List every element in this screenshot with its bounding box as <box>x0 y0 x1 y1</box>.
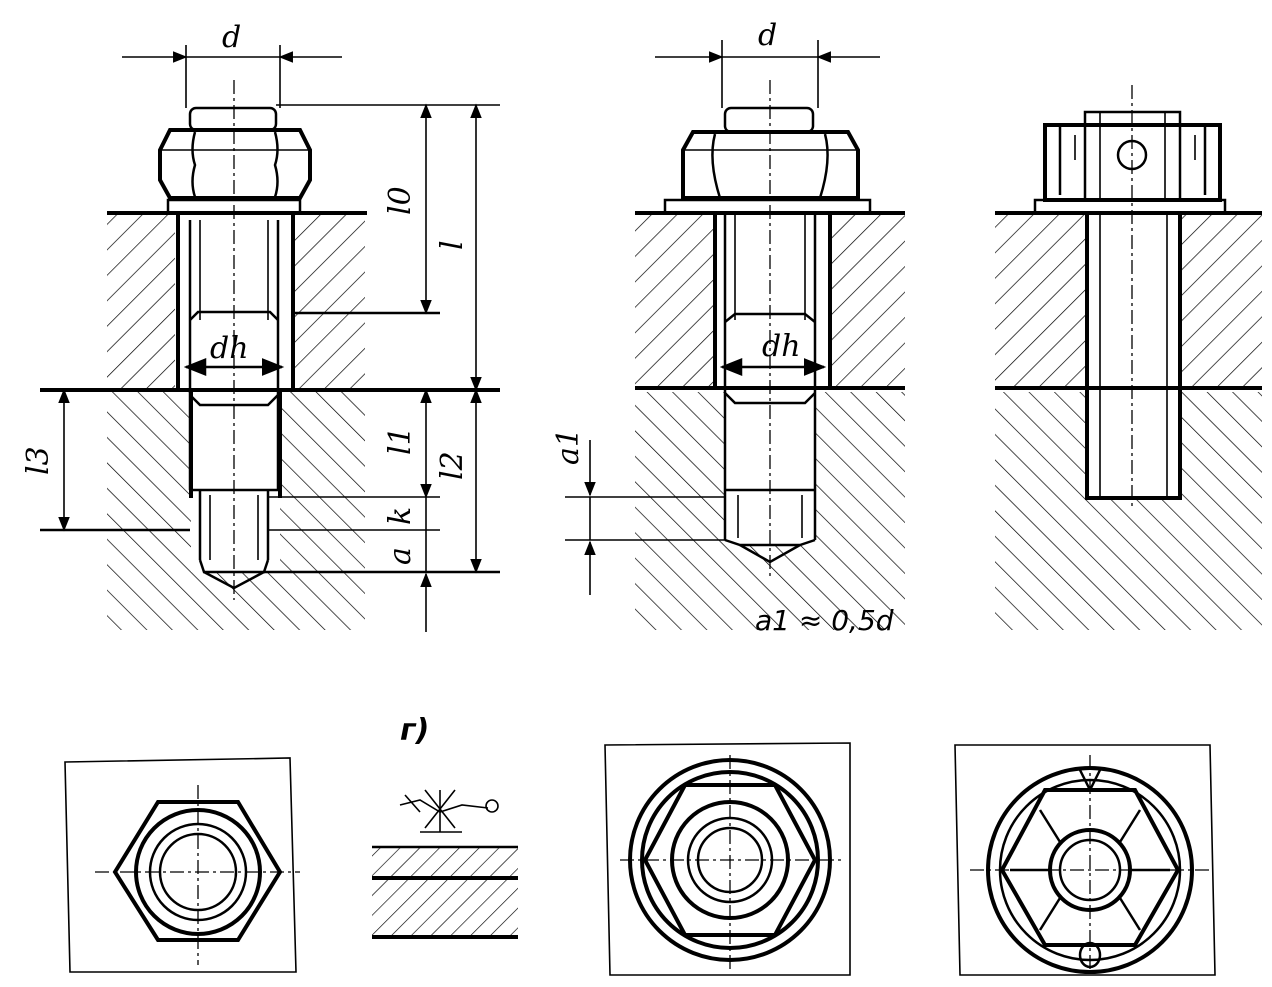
left-k-label: k <box>383 507 418 525</box>
right-stud-assembly <box>995 85 1262 630</box>
middle-stud-assembly: d dh a1 a1 ≈ 0,5d <box>551 18 905 637</box>
left-l3-label: l3 <box>21 446 56 475</box>
right-upper-plate-hatch-left <box>995 215 1087 388</box>
plan-view-castle-nut <box>954 744 1216 976</box>
middle-upper-plate-hatch-right <box>830 215 905 388</box>
weld-section <box>372 789 518 939</box>
plan-view-hex-nut <box>64 757 300 973</box>
weld-section-hatch-top <box>372 847 518 877</box>
middle-base-hatch-right <box>815 392 905 630</box>
left-base-hatch-right <box>280 392 365 630</box>
left-upper-plate-hatch <box>107 215 175 390</box>
middle-a1-label: a1 <box>551 428 586 465</box>
right-base-hatch-left <box>995 392 1087 630</box>
left-l1-label: l1 <box>383 426 418 455</box>
left-a-label: a <box>383 547 418 565</box>
middle-upper-plate-hatch-left <box>635 215 715 388</box>
formula-label: a1 ≈ 0,5d <box>755 604 894 637</box>
left-diameter-label: d <box>222 20 241 55</box>
plan-view-cap-nut <box>604 742 851 976</box>
left-l2-label: l2 <box>435 451 470 480</box>
weld-section-hatch-bottom <box>372 880 518 935</box>
middle-hole-diameter-label: dh <box>762 329 801 364</box>
left-upper-plate-hatch-right <box>293 215 365 390</box>
right-upper-plate-hatch-right <box>1180 215 1262 388</box>
middle-base-hatch-left <box>635 392 725 630</box>
left-l0-label: l0 <box>383 186 418 215</box>
left-base-hatch-left <box>107 392 191 630</box>
left-base-hatch-bottom <box>191 572 280 630</box>
left-l-label: l <box>435 240 470 250</box>
panel-g-label: г) <box>400 713 429 748</box>
middle-diameter-label: d <box>758 18 777 53</box>
left-stud-assembly: d dh l0 l l1 k a l2 l3 <box>21 20 500 632</box>
right-base-hatch-right <box>1180 392 1262 630</box>
left-hole-diameter-label: dh <box>210 331 249 366</box>
right-base-hatch-bottom <box>1087 500 1180 630</box>
